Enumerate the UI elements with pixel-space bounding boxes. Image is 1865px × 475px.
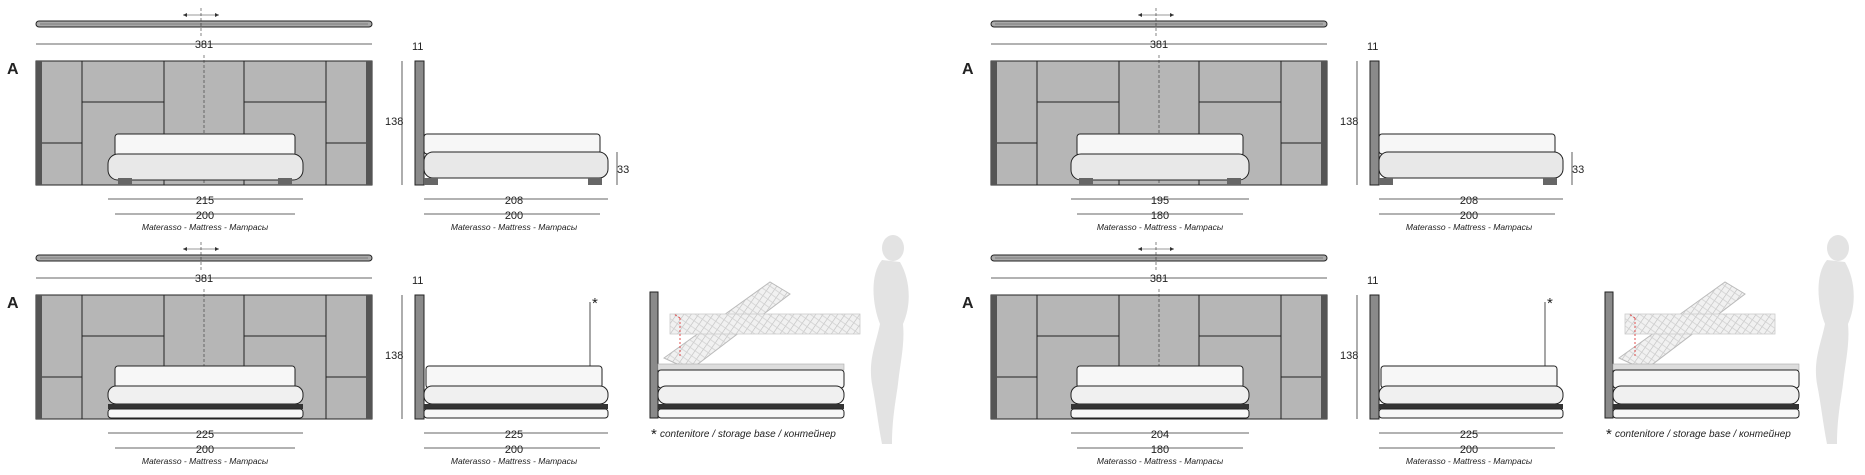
front-outer-width: 204	[1151, 429, 1169, 441]
height-dimension: 138	[1340, 116, 1358, 128]
storage-open-illustration	[1604, 281, 1800, 419]
side-outer-length: 208	[505, 195, 523, 207]
bed-side-view	[414, 294, 609, 420]
height-dimension: 138	[385, 116, 403, 128]
front-outer-width: 195	[1151, 195, 1169, 207]
headboard-front-view	[35, 289, 373, 420]
headboard-width-dimension: 381	[195, 39, 213, 51]
mattress-caption: Materasso - Mattress - Матрасы	[142, 456, 269, 466]
front-mattress-width: 180	[1151, 444, 1169, 456]
bed-side-view	[1369, 60, 1564, 186]
side-mattress-length: 200	[505, 444, 523, 456]
headboard-depth-dimension: 11	[412, 41, 423, 53]
side-mattress-length: 200	[1460, 444, 1478, 456]
headboard-front-view	[990, 289, 1328, 420]
bed-side-view	[1369, 294, 1564, 420]
panel-br: 381 A 204 180 Materasso - Mattress - Мат…	[962, 235, 1854, 466]
headboard-top-view	[990, 8, 1328, 38]
side-base-height: 33	[1572, 164, 1584, 176]
side-mattress-length: 200	[1460, 210, 1478, 222]
panel-tr: 381 A 195 180 Materasso - Mattress - Мат…	[962, 8, 1584, 232]
headboard-width-dimension: 381	[195, 273, 213, 285]
panel-label: A	[7, 295, 19, 312]
storage-mark: *	[1547, 295, 1553, 312]
mattress-caption-side: Materasso - Mattress - Матрасы	[451, 456, 578, 466]
headboard-top-view	[990, 242, 1328, 272]
mattress-caption-side: Materasso - Mattress - Матрасы	[1406, 456, 1533, 466]
headboard-depth-dimension: 11	[1367, 41, 1378, 53]
front-outer-width: 225	[196, 429, 214, 441]
front-outer-width: 215	[196, 195, 214, 207]
storage-note: contenitore / storage base / контейнер	[1615, 429, 1791, 440]
storage-note: contenitore / storage base / контейнер	[660, 429, 836, 440]
bed-side-view	[414, 60, 609, 186]
headboard-width-dimension: 381	[1150, 39, 1168, 51]
side-base-height: 33	[617, 164, 629, 176]
front-mattress-width: 200	[196, 444, 214, 456]
mattress-caption-side: Materasso - Mattress - Матрасы	[1406, 222, 1533, 232]
side-outer-length: 208	[1460, 195, 1478, 207]
headboard-front-view	[35, 55, 373, 186]
panel-tl: 381 A 215 200 Materasso - Mattress - Мат…	[7, 8, 629, 232]
headboard-depth-dimension: 11	[412, 275, 423, 287]
front-mattress-width: 180	[1151, 210, 1169, 222]
panel-bl: 381 A 225 200 Materasso - Mattress - Мат…	[7, 235, 909, 466]
storage-open-illustration	[649, 281, 861, 419]
human-silhouette-icon	[1815, 235, 1854, 444]
mattress-caption: Materasso - Mattress - Матрасы	[142, 222, 269, 232]
mattress-caption: Materasso - Mattress - Матрасы	[1097, 456, 1224, 466]
front-mattress-width: 200	[196, 210, 214, 222]
storage-mark-note: *	[1606, 426, 1612, 443]
panel-label: A	[962, 295, 974, 312]
human-silhouette-icon	[870, 235, 909, 444]
headboard-width-dimension: 381	[1150, 273, 1168, 285]
side-mattress-length: 200	[505, 210, 523, 222]
headboard-top-view	[35, 242, 373, 272]
side-outer-length: 225	[1460, 429, 1478, 441]
headboard-front-view	[990, 55, 1328, 186]
height-dimension: 138	[1340, 350, 1358, 362]
side-outer-length: 225	[505, 429, 523, 441]
headboard-depth-dimension: 11	[1367, 275, 1378, 287]
panel-label: A	[7, 61, 19, 78]
panel-label: A	[962, 61, 974, 78]
headboard-top-view	[35, 8, 373, 38]
storage-mark: *	[592, 295, 598, 312]
storage-mark-note: *	[651, 426, 657, 443]
mattress-caption-side: Materasso - Mattress - Матрасы	[451, 222, 578, 232]
mattress-caption: Materasso - Mattress - Матрасы	[1097, 222, 1224, 232]
height-dimension: 138	[385, 350, 403, 362]
